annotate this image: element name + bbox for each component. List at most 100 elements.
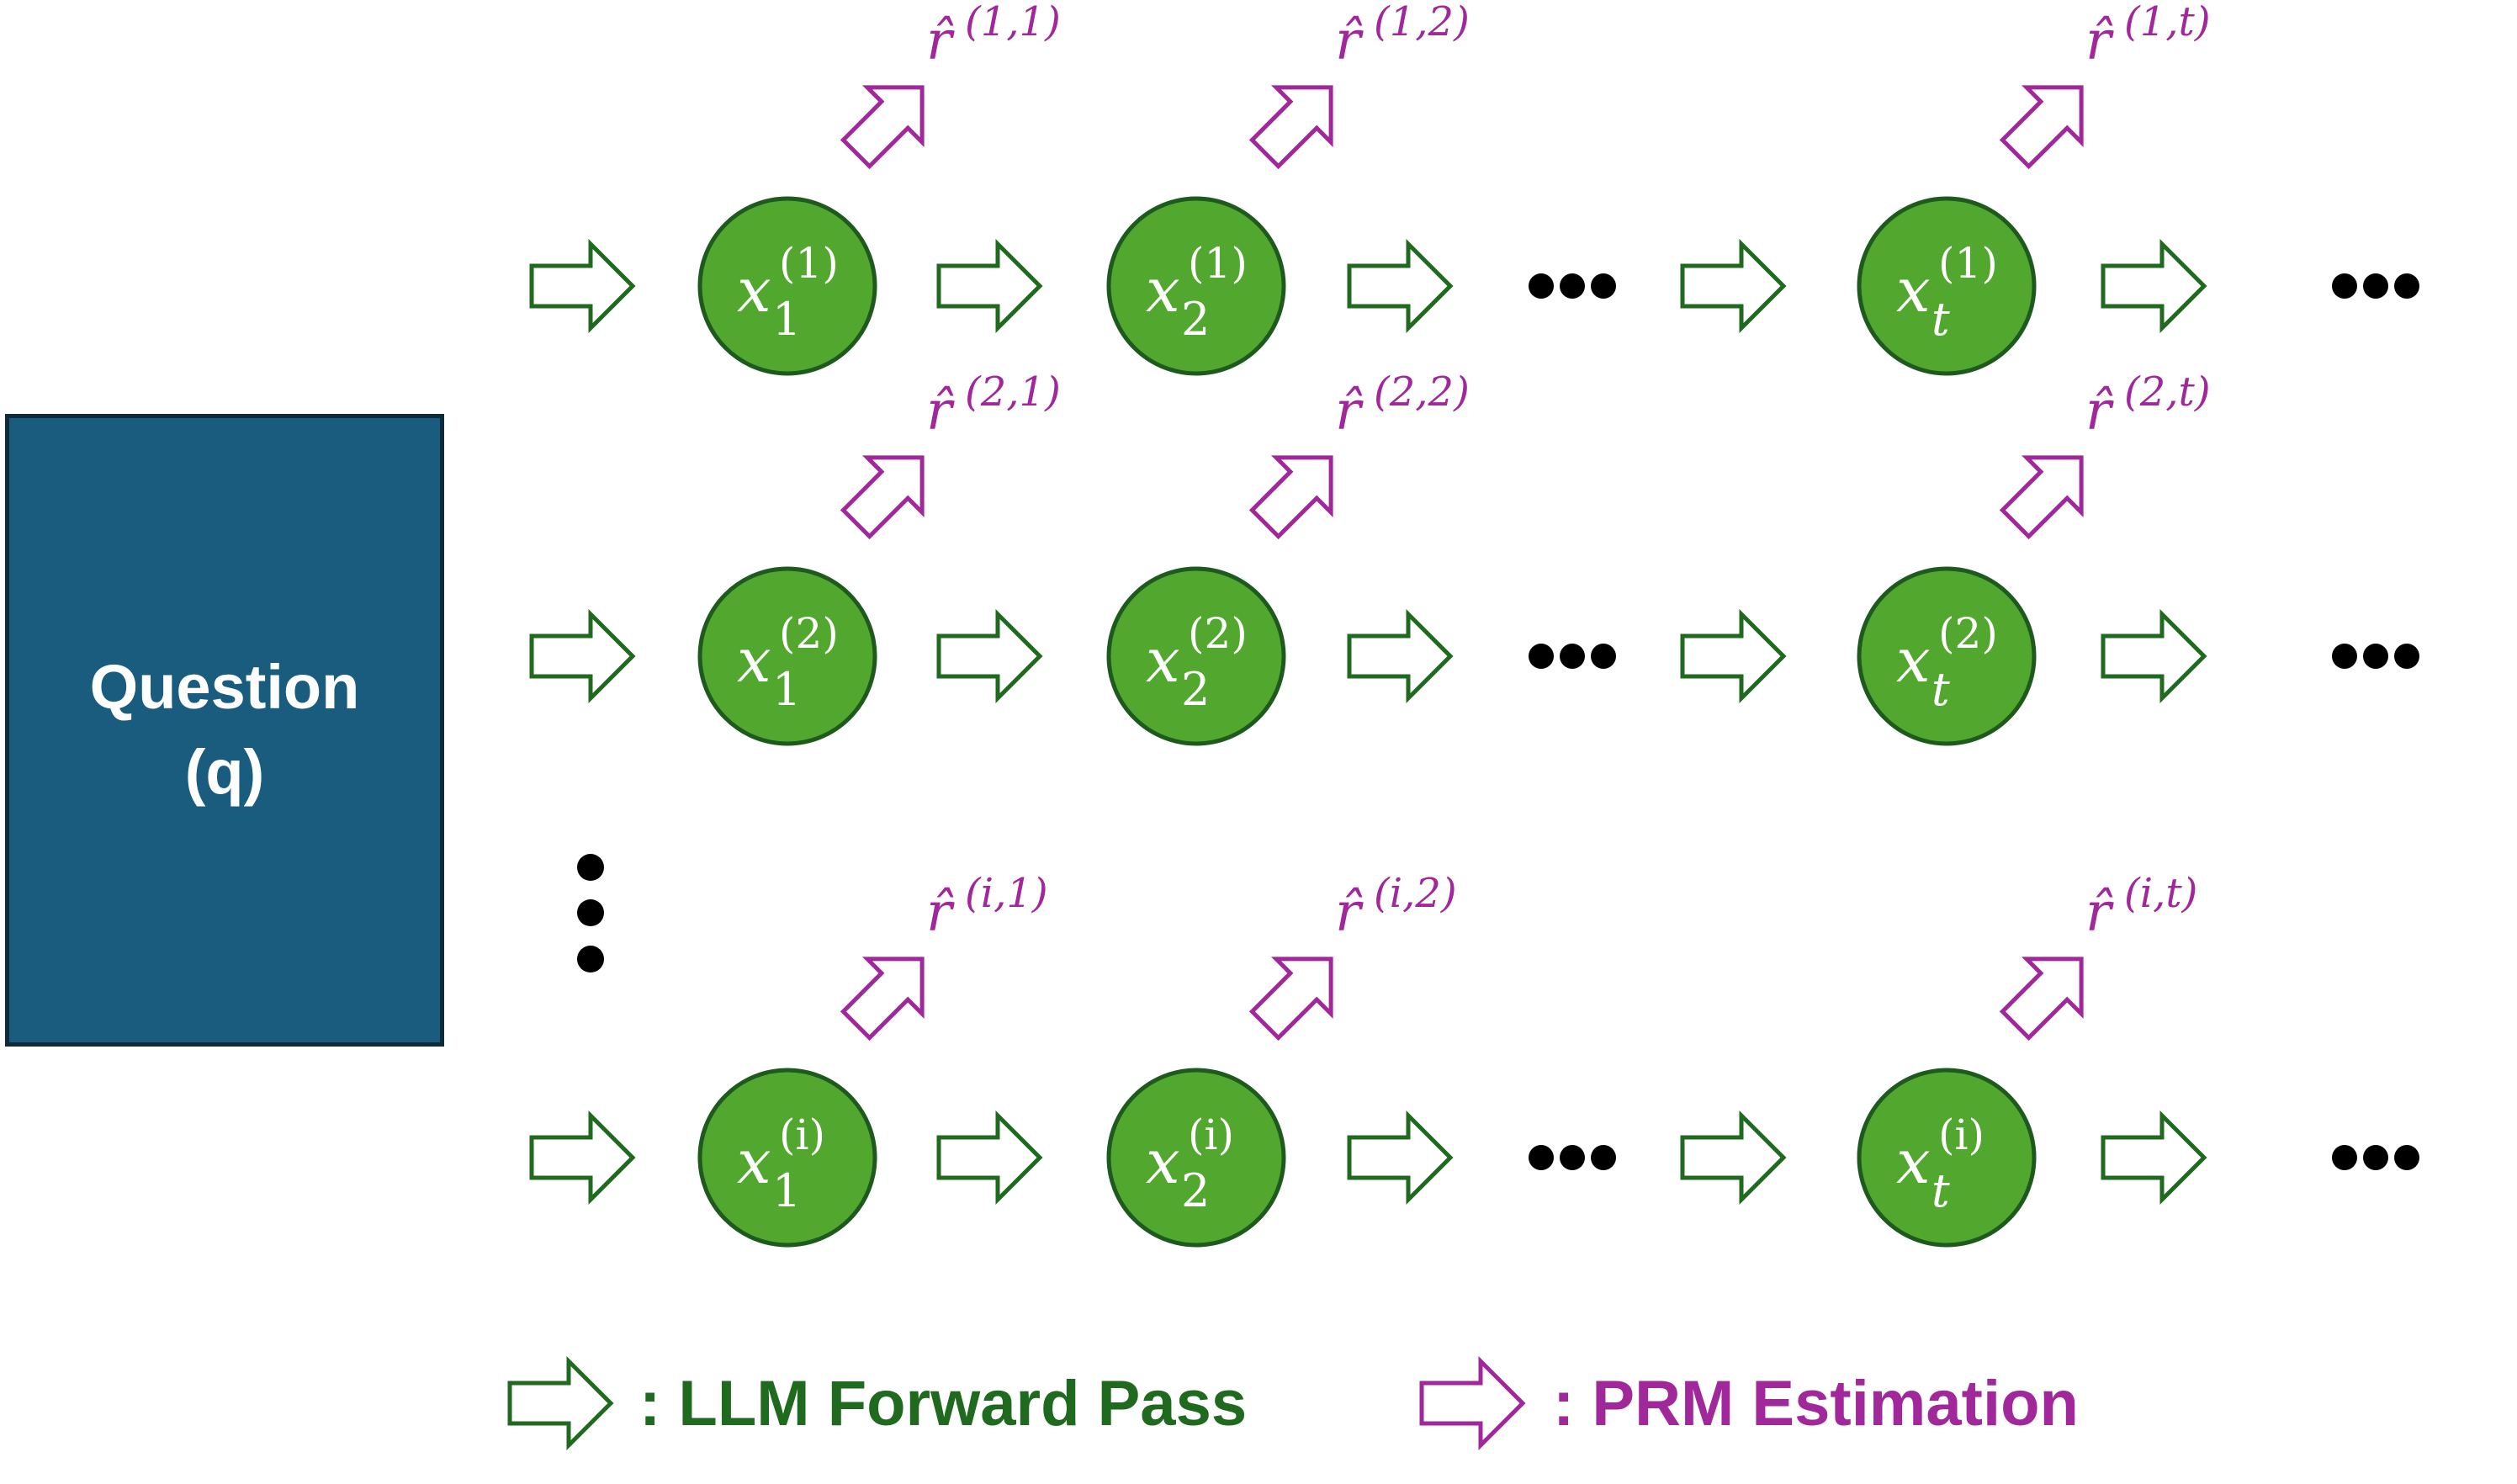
reward-superscript: (i,2) <box>1374 870 1457 917</box>
row-2: x(2)1r̂(2,1)x(2)2r̂(2,2)x(2)tr̂(2,t) <box>529 368 2419 746</box>
step-node: x(i) 2 <box>1106 1068 1286 1248</box>
step-node: x(1) 2 <box>1106 196 1286 376</box>
node-superscript: (1) <box>1188 239 1248 288</box>
node-superscript: (i) <box>1188 1110 1234 1159</box>
node-symbol: x <box>1146 1126 1180 1197</box>
ellipsis-dots <box>1529 1145 1616 1170</box>
reward-label: r̂(1,t) <box>2085 0 2211 72</box>
step-node: x(i) 1 <box>697 1068 877 1248</box>
reward-superscript: (2,1) <box>965 368 1061 416</box>
ellipsis-dots <box>2332 644 2419 669</box>
legend-forward-arrow-icon <box>507 1355 614 1451</box>
prm-arrow-icon <box>840 85 925 170</box>
forward-arrow-icon <box>936 608 1043 704</box>
node-symbol: x <box>1896 255 1931 326</box>
node-superscript: (2) <box>1938 609 1998 658</box>
node-subscript: t <box>1931 293 1950 346</box>
node-superscript: (i) <box>779 1110 825 1159</box>
reward-symbol: r̂ <box>926 380 955 443</box>
prm-arrow-icon <box>1999 957 2084 1041</box>
reward-superscript: (1,2) <box>1374 0 1470 45</box>
node-subscript: t <box>1931 663 1950 716</box>
question-box: Question (q) <box>5 414 444 1047</box>
forward-arrow-icon <box>1680 608 1787 704</box>
step-node: x(2)1 <box>697 566 877 746</box>
node-subscript: 1 <box>772 663 801 716</box>
ellipsis-dots <box>2332 273 2419 299</box>
node-symbol: x <box>1896 1126 1931 1197</box>
prm-arrow-icon <box>1248 455 1333 540</box>
ellipsis-dots <box>1529 273 1616 299</box>
step-node: x(1)1 <box>697 196 877 376</box>
reward-symbol: r̂ <box>2085 10 2114 72</box>
reward-label: r̂(i,1) <box>926 870 1048 944</box>
forward-arrow-icon <box>529 1110 636 1206</box>
node-symbol: x <box>737 1126 771 1197</box>
forward-arrow-icon <box>2101 1110 2207 1206</box>
node-superscript: (1) <box>779 239 839 288</box>
reward-symbol: r̂ <box>926 882 955 944</box>
forward-arrow-icon <box>1680 238 1787 334</box>
node-subscript: 2 <box>1181 1164 1210 1217</box>
node-subscript: 2 <box>1181 293 1210 346</box>
reward-superscript: (i,1) <box>965 870 1048 917</box>
legend: : LLM Forward Pass : PRM Estimation <box>507 1355 2079 1451</box>
forward-arrow-icon <box>936 1110 1043 1206</box>
ellipsis-dots <box>1529 644 1616 669</box>
row-3: x(i)1r̂(i,1)x(i)2r̂(i,2)x(i)tr̂(i,t) <box>529 870 2419 1248</box>
forward-arrow-icon <box>936 238 1043 334</box>
reward-label: r̂(2,t) <box>2085 368 2211 443</box>
node-superscript: (2) <box>1188 609 1248 658</box>
legend-forward-label: : LLM Forward Pass <box>639 1368 1247 1439</box>
reward-superscript: (1,t) <box>2124 0 2211 45</box>
forward-arrow-icon <box>529 608 636 704</box>
step-node: x(2) t <box>1857 566 2037 746</box>
node-symbol: x <box>1146 255 1180 326</box>
forward-arrow-icon <box>529 238 636 334</box>
node-superscript: (1) <box>1938 239 1998 288</box>
reward-label: r̂(2,1) <box>926 368 1061 443</box>
prm-arrow-icon <box>1248 957 1333 1041</box>
prm-arrow-icon <box>1999 85 2084 170</box>
node-subscript: 1 <box>772 1164 801 1217</box>
node-subscript: 1 <box>772 293 801 346</box>
forward-arrow-icon <box>1347 238 1454 334</box>
reward-symbol: r̂ <box>2085 882 2114 944</box>
reward-label: r̂(i,2) <box>1335 870 1457 944</box>
vertical-ellipsis-dots <box>577 854 604 973</box>
reward-label: r̂(1,1) <box>926 0 1061 72</box>
reward-label: r̂(2,2) <box>1335 368 1470 443</box>
reward-label: r̂(1,2) <box>1335 0 1470 72</box>
node-superscript: (i) <box>1938 1110 1984 1159</box>
prm-arrow-icon <box>840 455 925 540</box>
forward-arrow-icon <box>1680 1110 1787 1206</box>
forward-arrow-icon <box>1347 608 1454 704</box>
reward-symbol: r̂ <box>1335 10 1364 72</box>
prm-arrow-icon <box>1999 455 2084 540</box>
reward-superscript: (2,2) <box>1374 368 1470 416</box>
ellipsis-dots <box>2332 1145 2419 1170</box>
forward-arrow-icon <box>2101 238 2207 334</box>
step-node: x(2)2 <box>1106 566 1286 746</box>
reward-superscript: (1,1) <box>965 0 1061 45</box>
step-node: x(1) t <box>1857 196 2037 376</box>
forward-arrow-icon <box>1347 1110 1454 1206</box>
reward-superscript: (2,t) <box>2124 368 2211 416</box>
reward-symbol: r̂ <box>1335 380 1364 443</box>
reward-symbol: r̂ <box>926 10 955 72</box>
reward-superscript: (i,t) <box>2124 870 2197 917</box>
legend-prm-label: : PRM Estimation <box>1553 1368 2079 1439</box>
prm-arrow-icon <box>1248 85 1333 170</box>
prm-arrow-icon <box>840 957 925 1041</box>
reward-label: r̂(i,t) <box>2085 870 2197 944</box>
node-superscript: (2) <box>779 609 839 658</box>
step-node: x(i)t <box>1857 1068 2037 1248</box>
row-1: x(1)1r̂(1,1)x(1)2r̂(1,2)x(1)tr̂(1,t) <box>529 0 2419 376</box>
reward-symbol: r̂ <box>1335 882 1364 944</box>
forward-arrow-icon <box>2101 608 2207 704</box>
node-symbol: x <box>1896 625 1931 696</box>
question-symbol: (q) <box>184 737 265 807</box>
legend-prm-arrow-icon <box>1419 1355 1526 1451</box>
node-symbol: x <box>1146 625 1180 696</box>
